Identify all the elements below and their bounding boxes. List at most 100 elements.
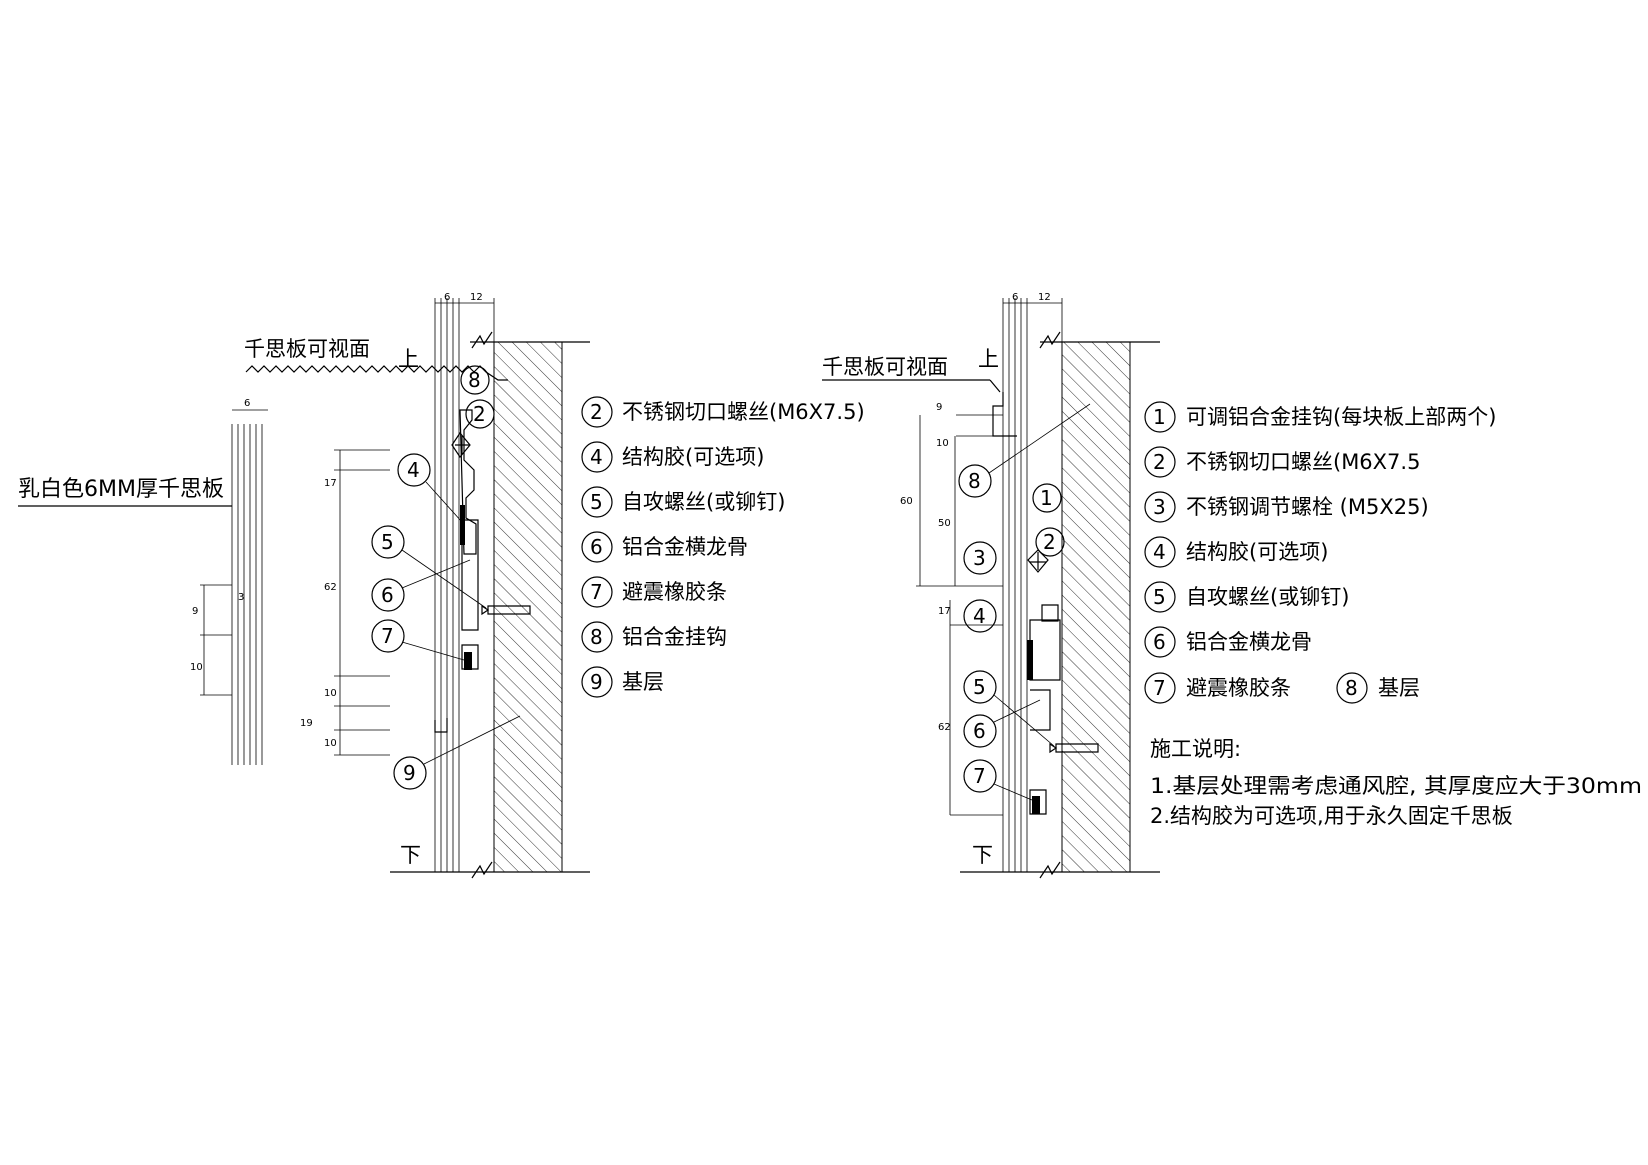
svg-text:7: 7 xyxy=(590,580,603,604)
svg-text:6: 6 xyxy=(1153,630,1166,654)
right-legend: 1 可调铝合金挂钩(每块板上部两个) 2 不锈钢切口螺丝(M6X7.5 3 不锈… xyxy=(1144,401,1496,704)
right-dim-side-9: 9 xyxy=(936,402,942,413)
left-callout-5: 5 xyxy=(371,525,487,609)
svg-text:6: 6 xyxy=(973,719,986,743)
left-dim-side-10b: 10 xyxy=(324,738,337,749)
right-dim-top-12: 12 xyxy=(1038,292,1051,303)
left-panel-dim-10: 10 xyxy=(190,662,203,673)
left-legend: 2 不锈钢切口螺丝(M6X7.5) 4 结构胶(可选项) 5 自攻螺丝(或铆钉)… xyxy=(581,396,865,698)
right-visible-face-label: 千思板可视面 xyxy=(822,355,948,379)
right-dim-side-62: 62 xyxy=(938,722,951,733)
svg-text:8: 8 xyxy=(1345,676,1358,700)
svg-text:2: 2 xyxy=(1153,450,1166,474)
svg-text:铝合金横龙骨: 铝合金横龙骨 xyxy=(1186,630,1312,654)
svg-text:2: 2 xyxy=(590,400,603,424)
right-legend-item-2: 2 不锈钢切口螺丝(M6X7.5 xyxy=(1144,446,1420,478)
right-callout-1: 1 xyxy=(1032,483,1062,513)
left-dim-top-6: 6 xyxy=(444,292,450,303)
right-dim-side-17: 17 xyxy=(938,606,951,617)
right-top-marker: 上 xyxy=(978,347,999,371)
right-callout-6: 6 xyxy=(963,699,1041,748)
svg-text:6: 6 xyxy=(381,583,394,607)
svg-text:4: 4 xyxy=(407,458,420,482)
right-dim-top-6: 6 xyxy=(1012,292,1018,303)
svg-text:不锈钢切口螺丝(M6X7.5): 不锈钢切口螺丝(M6X7.5) xyxy=(622,400,865,424)
right-callout-8: 8 xyxy=(958,403,1091,498)
svg-text:9: 9 xyxy=(590,670,603,694)
left-dim-side-62: 62 xyxy=(324,582,337,593)
left-callout-2: 2 xyxy=(465,399,495,429)
left-legend-item-2: 2 不锈钢切口螺丝(M6X7.5) xyxy=(581,396,865,428)
right-callout-5: 5 xyxy=(963,670,1055,747)
svg-text:1: 1 xyxy=(1153,405,1166,429)
svg-text:7: 7 xyxy=(1153,676,1166,700)
svg-text:铝合金挂钩: 铝合金挂钩 xyxy=(622,625,727,649)
left-legend-item-5: 5 自攻螺丝(或铆钉) xyxy=(581,486,785,518)
left-callout-4: 4 xyxy=(397,453,463,523)
svg-text:基层: 基层 xyxy=(622,670,664,694)
left-glue-strip xyxy=(460,505,465,545)
svg-text:5: 5 xyxy=(973,675,986,699)
left-legend-item-8: 8 铝合金挂钩 xyxy=(581,621,727,653)
right-legend-item-8: 8 基层 xyxy=(1336,672,1420,704)
right-legend-item-7: 7 避震橡胶条 xyxy=(1144,672,1291,704)
note-2: 2.结构胶为可选项,用于永久固定千思板 xyxy=(1150,804,1513,828)
svg-text:5: 5 xyxy=(590,490,603,514)
left-panel-dim-6: 6 xyxy=(244,398,250,409)
left-panel-dim-9: 9 xyxy=(192,606,198,617)
left-top-marker: 上 xyxy=(398,347,419,371)
note-1: 1.基层处理需考虑通风腔, 其厚度应大于30mm xyxy=(1150,774,1642,798)
right-legend-item-3: 3 不锈钢调节螺栓 (M5X25) xyxy=(1144,491,1429,523)
svg-text:避震橡胶条: 避震橡胶条 xyxy=(622,580,727,604)
svg-text:1: 1 xyxy=(1040,486,1053,510)
left-callout-6: 6 xyxy=(371,559,471,612)
left-legend-item-6: 6 铝合金横龙骨 xyxy=(581,531,748,563)
left-panel-detail: 6 9 3 10 乳白色6MM厚千思板 xyxy=(18,398,268,765)
svg-text:3: 3 xyxy=(973,546,986,570)
right-legend-item-5: 5 自攻螺丝(或铆钉) xyxy=(1144,581,1349,613)
right-base-wall xyxy=(1061,341,1131,873)
right-bottom-marker: 下 xyxy=(972,843,993,867)
svg-text:2: 2 xyxy=(1043,530,1056,554)
svg-text:8: 8 xyxy=(590,625,603,649)
right-legend-item-6: 6 铝合金横龙骨 xyxy=(1144,626,1312,658)
left-visible-face-label: 千思板可视面 xyxy=(244,337,370,361)
right-glue-strip xyxy=(1027,640,1033,680)
left-base-wall xyxy=(493,341,563,873)
right-section-drawing: 6 12 千思板可视面 上 下 9 10 60 50 17 62 xyxy=(822,292,1642,879)
svg-text:4: 4 xyxy=(590,445,603,469)
left-rubber-strip xyxy=(464,652,472,670)
construction-notes: 施工说明: 1.基层处理需考虑通风腔, 其厚度应大于30mm 2.结构胶为可选项… xyxy=(1150,737,1642,828)
left-dim-side-10a: 10 xyxy=(324,688,337,699)
svg-text:自攻螺丝(或铆钉): 自攻螺丝(或铆钉) xyxy=(622,490,785,514)
right-legend-item-1: 1 可调铝合金挂钩(每块板上部两个) xyxy=(1144,401,1496,433)
left-bottom-marker: 下 xyxy=(400,843,421,867)
svg-text:8: 8 xyxy=(468,368,481,392)
svg-text:5: 5 xyxy=(1153,585,1166,609)
svg-text:结构胶(可选项): 结构胶(可选项) xyxy=(622,445,764,469)
svg-text:铝合金横龙骨: 铝合金横龙骨 xyxy=(622,535,748,559)
right-legend-item-4: 4 结构胶(可选项) xyxy=(1144,536,1328,568)
right-dim-side-60: 60 xyxy=(900,496,913,507)
right-callout-7: 7 xyxy=(963,759,1033,801)
left-callout-7: 7 xyxy=(371,619,465,661)
svg-text:3: 3 xyxy=(1153,495,1166,519)
left-legend-item-7: 7 避震橡胶条 xyxy=(581,576,727,608)
svg-text:8: 8 xyxy=(968,469,981,493)
left-legend-item-4: 4 结构胶(可选项) xyxy=(581,441,764,473)
svg-text:4: 4 xyxy=(973,604,986,628)
left-dim-top-12: 12 xyxy=(470,292,483,303)
svg-text:基层: 基层 xyxy=(1378,676,1420,700)
svg-text:2: 2 xyxy=(473,402,486,426)
left-legend-item-9: 9 基层 xyxy=(581,666,664,698)
right-rubber-strip xyxy=(1032,796,1040,814)
svg-text:避震橡胶条: 避震橡胶条 xyxy=(1186,676,1291,700)
svg-text:可调铝合金挂钩(每块板上部两个): 可调铝合金挂钩(每块板上部两个) xyxy=(1186,405,1496,429)
left-callout-8: 8 xyxy=(460,365,490,395)
notes-title: 施工说明: xyxy=(1150,737,1241,761)
svg-text:不锈钢切口螺丝(M6X7.5: 不锈钢切口螺丝(M6X7.5 xyxy=(1186,450,1420,474)
left-dim-side-19: 19 xyxy=(300,718,313,729)
svg-text:不锈钢调节螺栓 (M5X25): 不锈钢调节螺栓 (M5X25) xyxy=(1186,495,1429,519)
right-callout-3: 3 xyxy=(963,541,997,575)
